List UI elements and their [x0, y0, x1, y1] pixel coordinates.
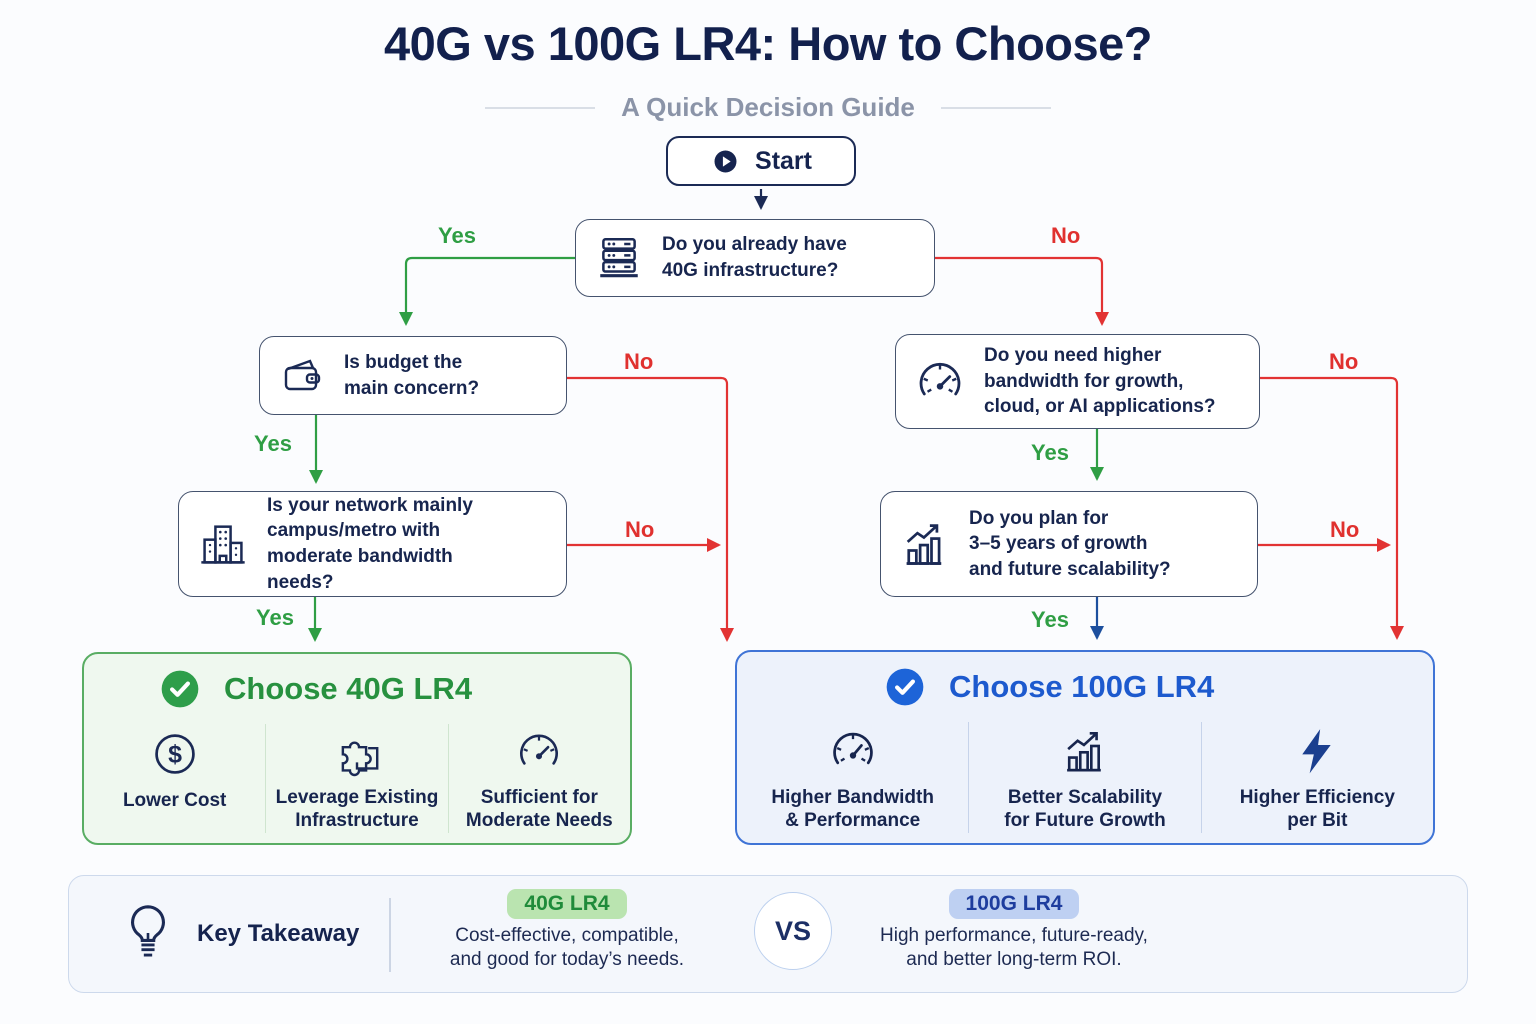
result-choose-40g: Choose 40G LR4 $ Lower Cost Leverage Exi… [82, 652, 632, 845]
result-choose-100g: Choose 100G LR4 Higher Bandwidth & Perfo… [735, 650, 1435, 845]
question-text: Do you plan for 3–5 years of growth and … [969, 507, 1171, 580]
edge-label-no: No [624, 349, 654, 374]
benefit-label: Lower Cost [122, 790, 227, 811]
question-campus-metro: Is your network mainly campus/metro with… [178, 491, 567, 597]
takeaway-100g-text: High performance, future-ready, and bett… [880, 925, 1148, 970]
question-budget: Is budget the main concern? [259, 336, 567, 415]
benefit-label: Better Scalability for Future Growth [1004, 786, 1166, 832]
takeaway-40g: 40G LR4 Cost-effective, compatible, and … [427, 889, 707, 972]
benefit-label: Leverage Existing Infrastructure [275, 786, 439, 832]
lightbulb-icon [131, 905, 165, 957]
badge-100g: 100G LR4 [948, 889, 1080, 919]
benefit-better-scalability: Better Scalability for Future Growth [968, 722, 1200, 833]
edge-label-no: No [625, 517, 655, 542]
play-icon [714, 150, 737, 172]
key-takeaway-title: Key Takeaway [197, 920, 360, 947]
benefit-moderate-needs: Sufficient for Moderate Needs [447, 724, 630, 833]
subtitle-divider-left [485, 106, 596, 109]
result-100g-header: Choose 100G LR4 [885, 667, 1214, 707]
check-icon [886, 668, 924, 706]
server-icon [600, 238, 638, 278]
benefit-label: Higher Bandwidth & Performance [771, 786, 934, 832]
result-100g-title: Choose 100G LR4 [949, 669, 1215, 704]
result-40g-header: Choose 40G LR4 [160, 669, 472, 709]
result-100g-items: Higher Bandwidth & Performance Better Sc… [737, 722, 1433, 833]
page-subtitle: A Quick Decision Guide [621, 92, 915, 122]
result-40g-items: $ Lower Cost Leverage Existing Infrastru… [84, 724, 630, 833]
edge-label-yes: Yes [254, 431, 292, 456]
key-takeaway-bar: Key Takeaway 40G LR4 Cost-effective, com… [68, 875, 1468, 993]
benefit-label: Sufficient for Moderate Needs [465, 786, 613, 832]
gauge-icon [919, 362, 961, 395]
check-icon [161, 670, 199, 708]
benefit-leverage-infrastructure: Leverage Existing Infrastructure [265, 724, 447, 833]
start-button[interactable]: Start [666, 136, 856, 186]
badge-40g: 40G LR4 [507, 889, 627, 919]
question-text: Is your network mainly campus/metro with… [267, 494, 473, 593]
question-text: Is budget the main concern? [344, 351, 480, 399]
page-title: 40G vs 100G LR4: How to Choose? [383, 17, 1153, 70]
benefit-lower-cost: $ Lower Cost [84, 724, 265, 833]
benefit-higher-efficiency: Higher Efficiency per Bit [1200, 722, 1433, 833]
edge-label-no: No [1329, 349, 1359, 374]
question-infrastructure: Do you already have 40G infrastructure? [575, 219, 935, 297]
wallet-icon [284, 358, 321, 390]
gauge-icon [520, 734, 559, 765]
edge-label-yes: Yes [1031, 440, 1069, 465]
dollar-icon: $ [154, 734, 195, 774]
subtitle-row: A Quick Decision Guide [0, 92, 1536, 123]
svg-text:$: $ [168, 741, 182, 769]
question-text: Do you need higher bandwidth for growth,… [984, 345, 1216, 418]
building-icon [201, 525, 245, 564]
subtitle-divider-right [940, 106, 1051, 109]
bolt-icon [1302, 729, 1331, 774]
result-40g-title: Choose 40G LR4 [224, 671, 473, 706]
edge-label-yes: Yes [1031, 607, 1069, 632]
edge-label-no: No [1051, 223, 1081, 248]
takeaway-divider [389, 898, 391, 972]
puzzle-icon [341, 741, 379, 777]
gauge-icon [832, 732, 873, 765]
takeaway-100g: 100G LR4 High performance, future-ready,… [834, 889, 1194, 972]
takeaway-40g-text: Cost-effective, compatible, and good for… [449, 925, 685, 970]
question-growth-plan: Do you plan for 3–5 years of growth and … [880, 491, 1258, 597]
question-bandwidth: Do you need higher bandwidth for growth,… [895, 334, 1260, 429]
edge-label-yes: Yes [438, 223, 476, 248]
benefit-higher-bandwidth: Higher Bandwidth & Performance [737, 722, 968, 833]
question-text: Do you already have 40G infrastructure? [662, 234, 847, 281]
chart-growth-icon [906, 524, 942, 565]
edge-label-no: No [1330, 517, 1360, 542]
edge-label-yes: Yes [256, 605, 294, 630]
vs-badge: VS [754, 892, 832, 970]
benefit-label: Higher Efficiency per Bit [1239, 786, 1395, 832]
chart-growth-icon [1067, 732, 1101, 772]
start-label: Start [755, 146, 812, 175]
